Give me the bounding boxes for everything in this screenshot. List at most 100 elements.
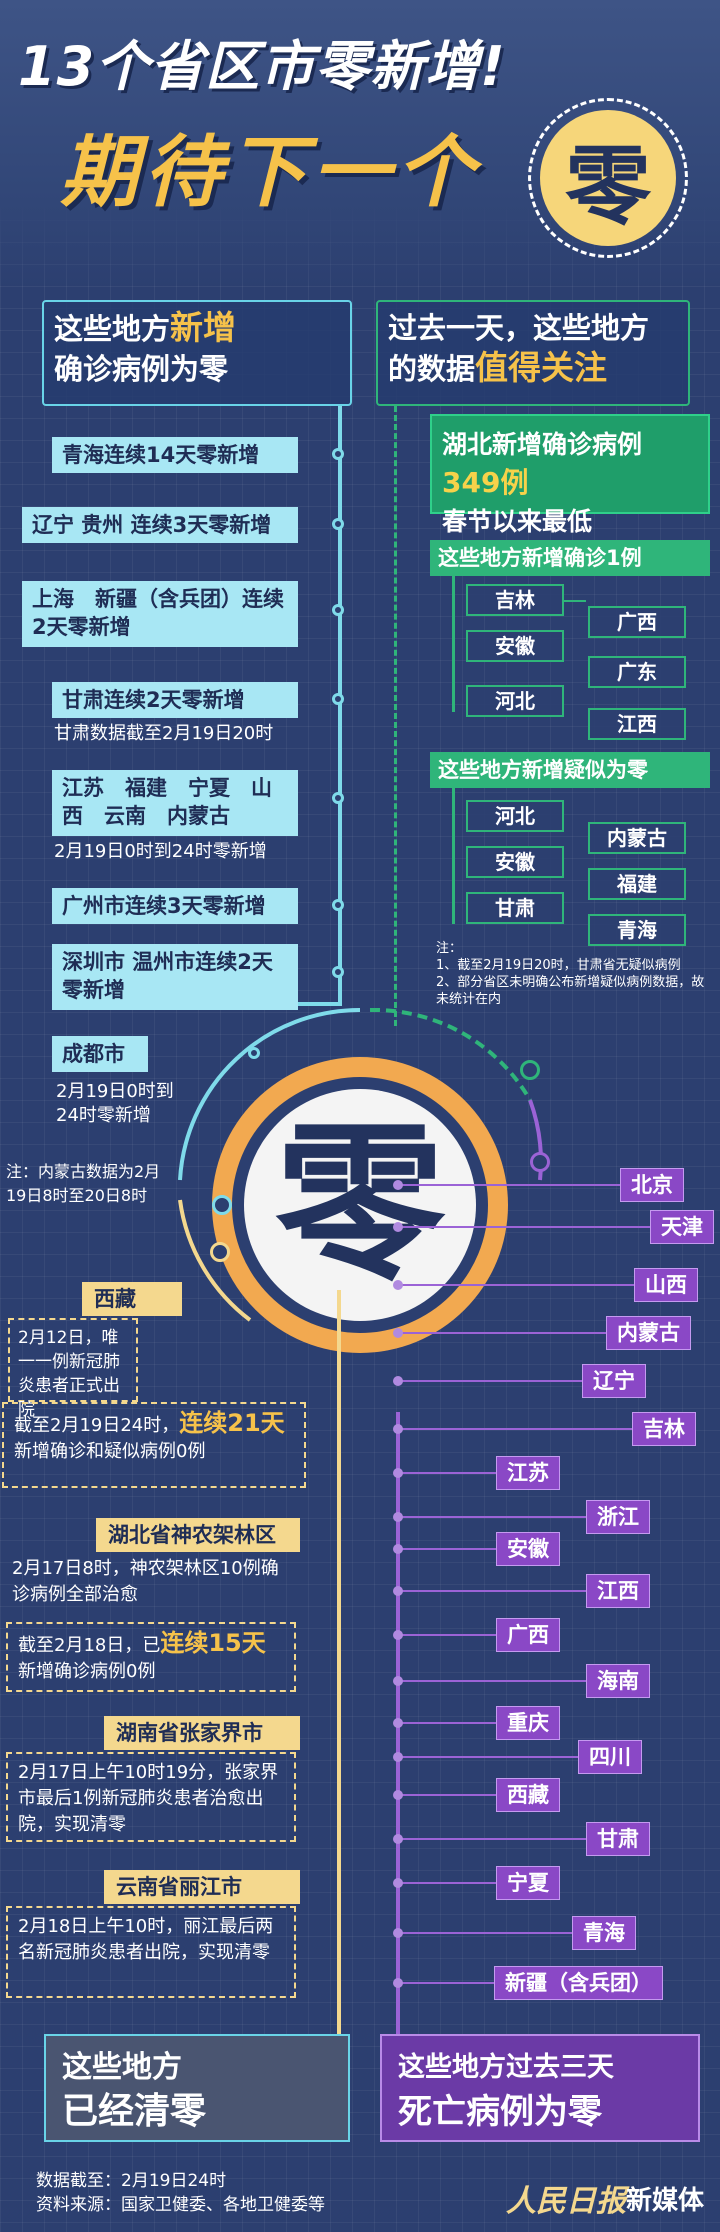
center-dot-yellow [210, 1242, 230, 1262]
center-circle-graphic [178, 1007, 543, 1353]
no-death-connector [398, 1284, 634, 1286]
headline-line1: 13个省区市零新增! [18, 35, 506, 98]
timeline-dot [332, 792, 344, 804]
right-timeline [394, 406, 397, 1026]
no-death-tag: 西藏 [496, 1778, 560, 1812]
timeline-dot [332, 966, 344, 978]
no-death-dot [393, 1718, 403, 1728]
no-death-tag: 江西 [586, 1574, 650, 1608]
no-death-connector [398, 1932, 572, 1934]
left-item-note: 2月19日0时到24时零新增 [56, 1081, 174, 1126]
no-death-dot [393, 1790, 403, 1800]
confirm1-right-item: 广西 [588, 606, 686, 638]
left-item-tag: 成都市 [52, 1036, 148, 1072]
footer-source: 资料来源：国家卫健委、各地卫健委等 [36, 2195, 325, 2215]
no-death-connector [398, 1184, 620, 1186]
cleared-tag: 云南省丽江市 [104, 1870, 300, 1904]
left-header-text: 这些地方 [54, 312, 171, 346]
no-death-tag: 海南 [586, 1664, 650, 1698]
no-death-connector [398, 1590, 586, 1592]
no-death-tag: 新疆（含兵团） [494, 1966, 663, 2000]
no-death-tag: 山西 [634, 1268, 698, 1302]
timeline-dot [332, 899, 344, 911]
no-death-tag: 甘肃 [586, 1822, 650, 1856]
no-death-dot [393, 1328, 403, 1338]
hubei-number: 349例 [442, 466, 529, 499]
cleared-text-box: 2月17日8时，神农架林区10例确诊病例全部治愈 [12, 1558, 279, 1605]
no-death-tag: 北京 [620, 1168, 684, 1202]
no-death-connector [398, 1680, 586, 1682]
right-section-header: 过去一天，这些地方 的数据值得关注 [376, 300, 690, 406]
no-death-dot [393, 1424, 403, 1434]
left-item-tag: 深圳市 温州市连续2天零新增 [52, 944, 298, 1010]
zero-badge-text: 零 [540, 110, 676, 246]
cleared-stat-text2: 新增确诊病例0例 [18, 1661, 156, 1682]
no-death-connector [398, 1838, 586, 1840]
center-dot-green [520, 1060, 540, 1080]
no-death-connector [398, 1634, 496, 1636]
no-death-dot [393, 1180, 403, 1190]
no-death-connector [398, 1472, 496, 1474]
no-death-dot [393, 1586, 403, 1596]
no-death-dot [393, 1468, 403, 1478]
cleared-text-box: 2月17日上午10时19分，张家界市最后1例新冠肺炎患者治愈出院，实现清零 [6, 1752, 296, 1842]
bottom-right-line1: 这些地方过去三天 [398, 2052, 614, 2083]
confirm1-bracket [452, 572, 455, 712]
timeline-dot [332, 604, 344, 616]
center-zero-text: 零 [274, 1106, 445, 1304]
left-header-text2: 确诊病例为零 [54, 352, 229, 386]
no-death-connector [398, 1756, 578, 1758]
no-death-dot [393, 1676, 403, 1686]
right-header-text: 过去一天，这些地方 [388, 311, 650, 345]
no-death-connector [398, 1380, 582, 1382]
no-death-dot [393, 1512, 403, 1522]
cleared-stat-box: 截至2月18日，已连续15天 新增确诊病例0例 [6, 1622, 296, 1692]
bottom-left-box: 这些地方 已经清零 [44, 2034, 350, 2142]
left-item-note: 甘肃数据截至2月19日20时 [54, 723, 274, 744]
no-death-tag: 辽宁 [582, 1364, 646, 1398]
no-death-tag: 四川 [578, 1740, 642, 1774]
no-death-tag: 广西 [496, 1618, 560, 1652]
no-death-dot [393, 1376, 403, 1386]
bottom-right-box: 这些地方过去三天 死亡病例为零 [380, 2034, 700, 2142]
connector [564, 600, 586, 602]
cleared-stat-highlight: 连续15天 [160, 1629, 266, 1657]
no-death-dot [393, 1280, 403, 1290]
cleared-stat-text: 截至2月18日，已 [18, 1635, 161, 1656]
no-death-connector [398, 1882, 496, 1884]
right-footnote-line: 注： [436, 941, 463, 956]
no-death-dot [393, 1752, 403, 1762]
bottom-right-line2: 死亡病例为零 [398, 2092, 602, 2132]
no-death-connector [398, 1548, 496, 1550]
no-death-connector [398, 1428, 632, 1430]
no-death-connector [398, 1516, 586, 1518]
cleared-text-box: 2月12日，唯一一例新冠肺炎患者正式出院 [8, 1318, 138, 1420]
no-death-tag: 江苏 [496, 1456, 560, 1490]
no-death-dot [393, 1544, 403, 1554]
hubei-highlight-box: 湖北新增确诊病例349例 春节以来最低 [430, 414, 710, 536]
confirm1-right-item: 江西 [588, 708, 686, 740]
bottom-left-line1: 这些地方 [62, 2050, 182, 2085]
left-item-tag: 青海连续14天零新增 [52, 437, 298, 473]
cleared-timeline [337, 1290, 341, 2060]
confirm1-left-item: 安徽 [466, 630, 564, 662]
left-header-highlight: 新增 [170, 308, 237, 347]
confirm1-right-item: 广东 [588, 656, 686, 688]
center-dot-purple [530, 1152, 550, 1172]
right-footnote: 注： 1、截至2月19日20时，甘肃省无疑似病例 2、部分省区未明确公布新增疑似… [436, 940, 716, 1008]
no-death-tag: 安徽 [496, 1532, 560, 1566]
cleared-text-box: 2月18日上午10时，丽江最后两名新冠肺炎患者出院，实现清零 [6, 1906, 296, 1998]
no-death-tag: 青海 [572, 1916, 636, 1950]
timeline-dot [332, 693, 344, 705]
cleared-tag: 湖南省张家界市 [104, 1716, 300, 1750]
no-death-dot [393, 1834, 403, 1844]
timeline-dot [332, 448, 344, 460]
left-footnote: 注：内蒙古数据为2月19日8时至20日8时 [6, 1162, 161, 1205]
right-header-highlight: 值得关注 [475, 348, 608, 387]
no-death-connector [398, 1794, 496, 1796]
confirm1-left-item: 吉林 [466, 584, 564, 616]
suspect-right-item: 福建 [588, 868, 686, 900]
left-item-note: 2月19日0时到24时零新增 [54, 841, 267, 862]
suspect-right-item: 内蒙古 [588, 822, 686, 854]
no-death-tag: 浙江 [586, 1500, 650, 1534]
